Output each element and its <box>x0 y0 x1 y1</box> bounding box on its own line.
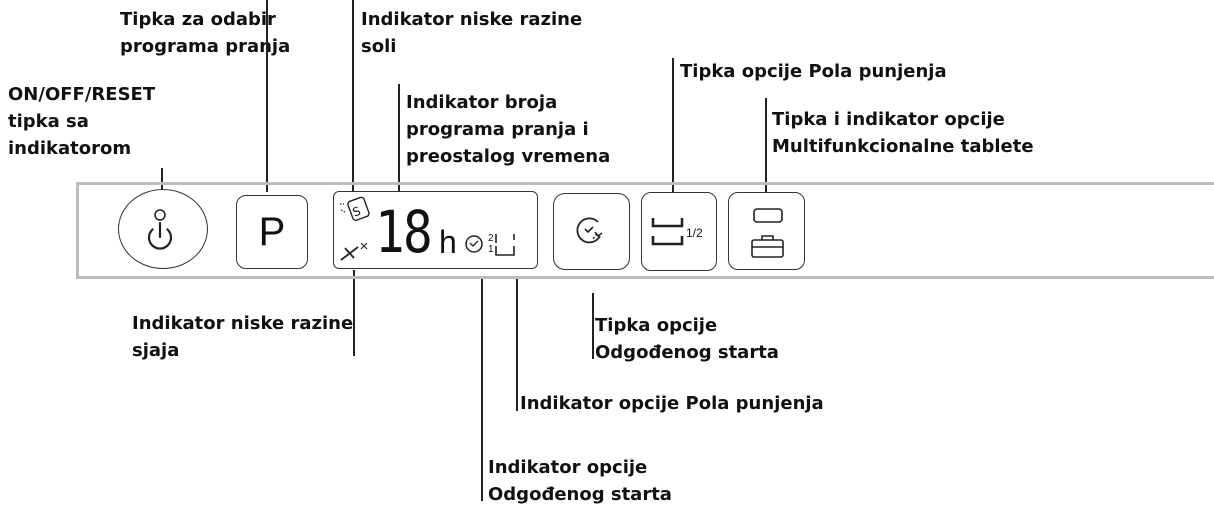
program-select-button[interactable] <box>236 195 308 269</box>
half-load-numeral-2: 2 <box>488 233 494 244</box>
leader-line-half-indicator <box>516 279 518 411</box>
leader-line-half-button <box>672 58 674 192</box>
hours-unit: h <box>439 224 457 260</box>
label-onoff-reset: ON/OFF/RESET tipka sa indikatorom <box>8 84 156 159</box>
lcd-display <box>333 191 538 269</box>
leader-line-delay-indicator <box>481 279 483 501</box>
leader-line-program <box>266 0 268 192</box>
leader-line-number <box>398 84 400 192</box>
label-multitab-button: Tipka i indikator opcije Multifunkcional… <box>772 109 1034 157</box>
leader-line-onoff <box>161 168 163 190</box>
half-load-fraction: 1/2 <box>686 226 703 240</box>
label-program-button: Tipka za odabir programa pranja <box>120 9 291 57</box>
leader-line-rinse <box>353 270 355 356</box>
label-rinse-aid-indicator: Indikator niske razine sjaja <box>132 313 354 361</box>
control-panel <box>76 182 1214 279</box>
half-load-button[interactable] <box>641 192 717 271</box>
label-salt-indicator: Indikator niske razine soli <box>361 9 583 57</box>
leader-line-salt <box>352 0 354 192</box>
program-time-digits: 18 <box>375 198 433 266</box>
delay-start-button[interactable] <box>553 193 630 270</box>
label-half-load-button: Tipka opcije Pola punjenja <box>680 61 947 82</box>
leader-line-multitab <box>765 98 767 192</box>
label-half-load-indicator: Indikator opcije Pola punjenja <box>520 393 824 414</box>
program-key-letter: P <box>258 210 286 254</box>
half-load-numeral-1: 1 <box>488 244 494 255</box>
label-delay-start-button: Tipka opcije Odgođenog starta <box>595 315 779 363</box>
svg-text:S: S <box>351 204 363 220</box>
leader-line-delay-button <box>592 293 594 359</box>
label-delay-start-indicator: Indikator opcije Odgođenog starta <box>488 457 672 505</box>
label-program-number-indicator: Indikator broja programa pranja i preost… <box>406 92 611 167</box>
onoff-reset-button[interactable] <box>118 189 208 269</box>
